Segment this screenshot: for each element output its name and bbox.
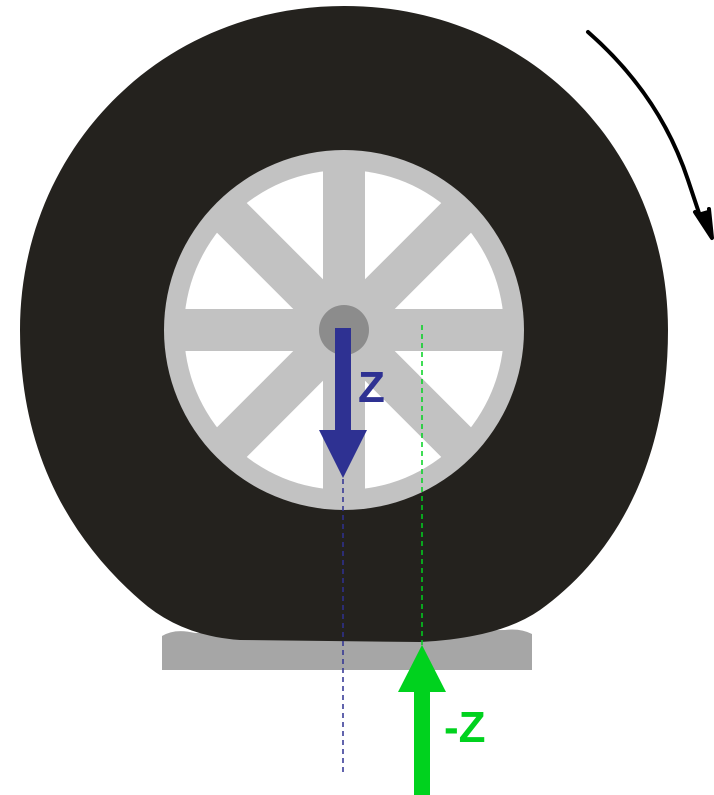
reaction-arrow	[398, 645, 446, 795]
clockwise-rotation-arrow-icon	[586, 30, 714, 240]
reaction-label: -Z	[444, 703, 486, 752]
load-label: Z	[358, 363, 385, 412]
load-arrow	[319, 328, 367, 478]
